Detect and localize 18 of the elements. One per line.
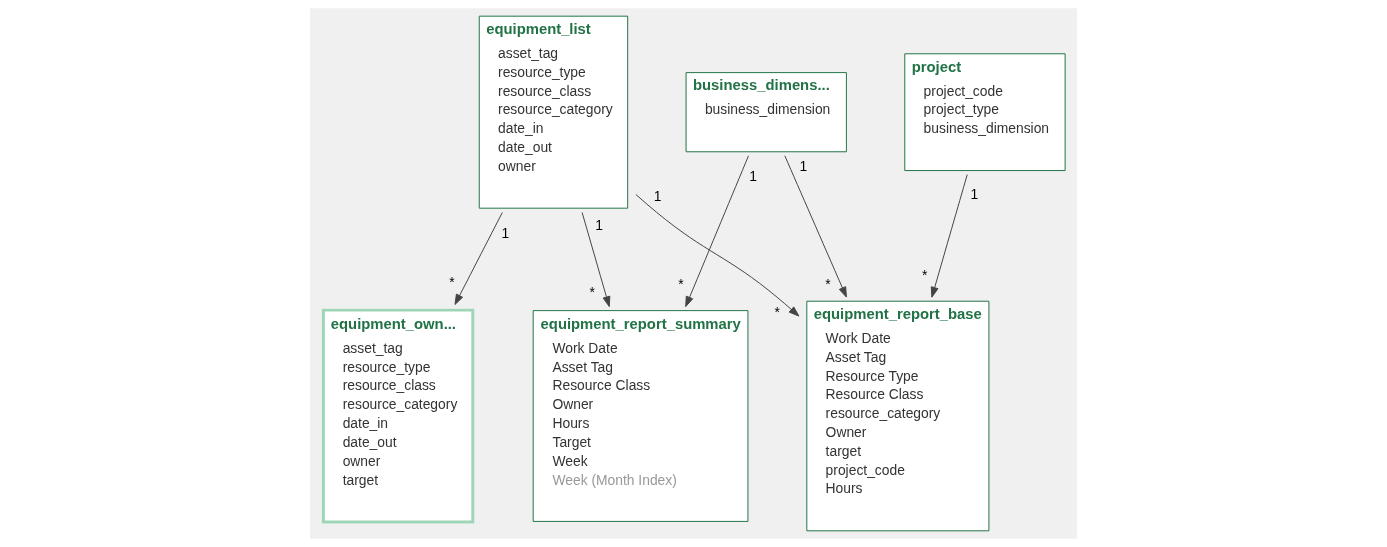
label: *: [825, 276, 831, 293]
arrow: [581, 211, 611, 308]
label: *: [922, 267, 928, 284]
label: *: [449, 273, 455, 290]
arrow: [930, 174, 968, 298]
label: 1: [595, 216, 603, 233]
label: 1: [749, 167, 758, 184]
label: 1: [799, 157, 808, 174]
label: 1: [970, 185, 979, 202]
arrow: [685, 155, 749, 308]
label: 1: [653, 187, 662, 204]
arrow: [635, 194, 800, 317]
arrow: [784, 155, 847, 298]
label: *: [774, 304, 780, 321]
label: 1: [501, 224, 510, 241]
label: *: [589, 283, 596, 300]
arrow: [454, 211, 503, 305]
label: *: [678, 276, 684, 293]
